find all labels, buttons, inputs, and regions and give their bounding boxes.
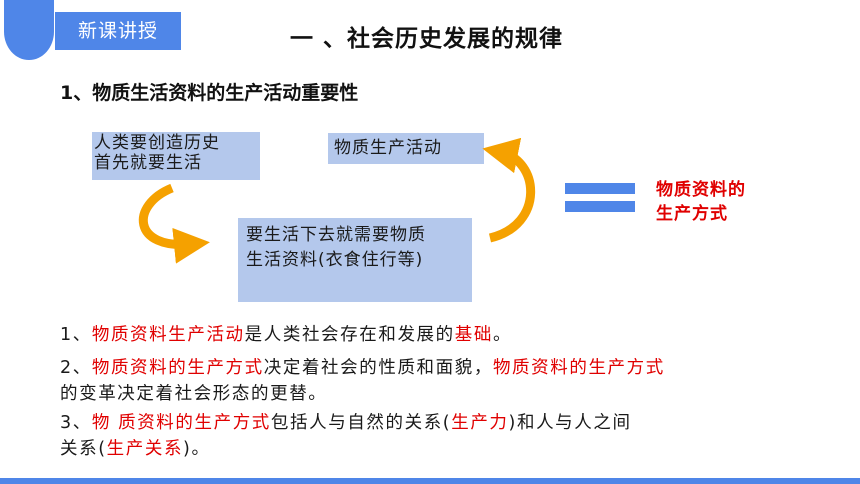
point-3-line2-suffix: )。	[183, 439, 211, 459]
point-1-red1: 物质资料生产活动	[91, 325, 245, 345]
point-2-red1: 物质资料的生产方式	[91, 358, 264, 378]
point-3-prefix: 3、	[60, 413, 92, 433]
point-1-text1: 是人类社会存在和发展的	[244, 325, 455, 345]
point-3-text1: 包括人与自然的关系(	[270, 413, 452, 433]
point-3-line2: 关系(生产关系)。	[60, 436, 632, 462]
result-line1: 物质资料的	[656, 180, 746, 200]
point-3-text2: )和人与人之间	[508, 413, 632, 433]
point-2-prefix: 2、	[60, 358, 92, 378]
arrow-left-curve	[138, 183, 210, 264]
point-1-red2: 基础	[454, 325, 493, 345]
diagram-box-create-history: 人类要创造历史 首先就要生活	[92, 132, 260, 180]
equals-sign-top	[565, 183, 635, 194]
arrow-right-curve	[482, 137, 536, 243]
diagram-result: 物质资料的 生产方式	[656, 178, 746, 226]
point-1: 1、物质资料生产活动是人类社会存在和发展的基础。	[60, 322, 512, 348]
diagram-box-living-materials: 要生活下去就需要物质 生活资料(衣食住行等)	[238, 218, 472, 302]
point-3-red3: 生产关系	[106, 439, 184, 459]
point-3-red1: 物 质资料的生产方式	[91, 413, 271, 433]
result-line2: 生产方式	[656, 204, 728, 224]
box3-line2: 生活资料(衣食住行等)	[246, 250, 424, 270]
point-3-red2: 生产力	[451, 413, 509, 433]
box1-line1: 人类要创造历史	[94, 133, 220, 153]
point-3-line1: 3、物 质资料的生产方式包括人与自然的关系(生产力)和人与人之间	[60, 410, 632, 436]
point-2-line1: 2、物质资料的生产方式决定着社会的性质和面貌，物质资料的生产方式	[60, 355, 665, 381]
header-circle-decoration	[4, 0, 54, 60]
equals-sign-bottom	[565, 201, 635, 212]
box1-line2: 首先就要生活	[94, 153, 202, 173]
point-3-line2-prefix: 关系(	[60, 439, 107, 459]
point-1-prefix: 1、	[60, 325, 92, 345]
section-subtitle: 1、物质生活资料的生产活动重要性	[60, 82, 359, 104]
point-2-red2: 物质资料的生产方式	[492, 358, 665, 378]
point-1-text2: 。	[492, 325, 513, 345]
section-tag: 新课讲授	[55, 12, 181, 50]
point-2-text1: 决定着社会的性质和面貌，	[263, 358, 493, 378]
point-2-line2: 的变革决定着社会形态的更替。	[60, 384, 328, 404]
point-3: 3、物 质资料的生产方式包括人与自然的关系(生产力)和人与人之间 关系(生产关系…	[60, 410, 632, 462]
diagram-box-production: 物质生产活动	[328, 133, 484, 164]
box3-line1: 要生活下去就需要物质	[246, 225, 426, 245]
point-2: 2、物质资料的生产方式决定着社会的性质和面貌，物质资料的生产方式 的变革决定着社…	[60, 355, 665, 407]
page-title: 一 、社会历史发展的规律	[290, 26, 564, 52]
footer-divider	[0, 478, 860, 484]
